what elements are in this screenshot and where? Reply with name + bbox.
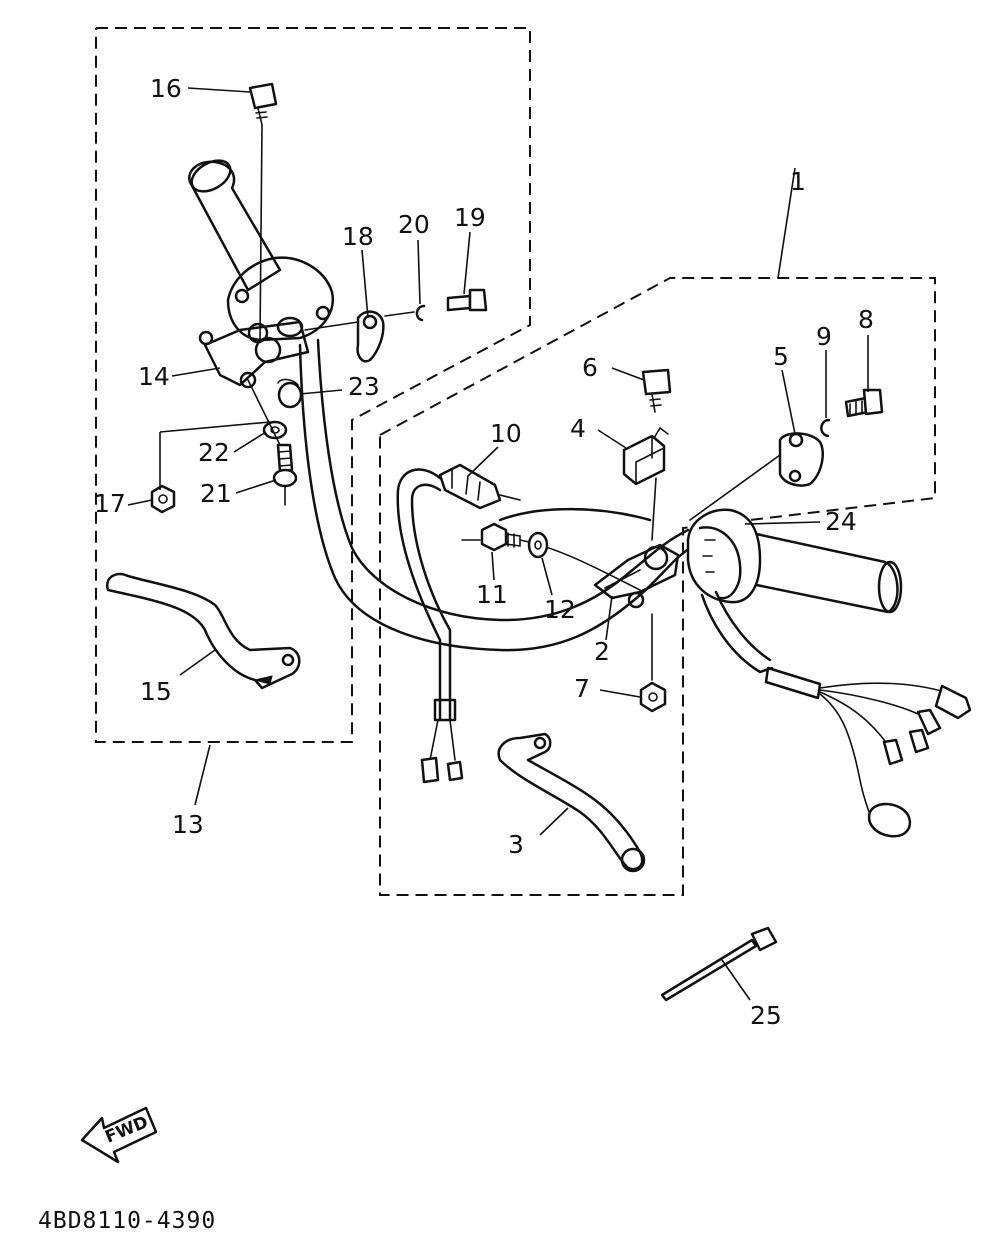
callout-6: 6 [582, 353, 598, 382]
nut-17 [150, 484, 176, 514]
diagram-code: 4BD8110-4390 [38, 1208, 216, 1234]
left-grip [188, 159, 335, 344]
group-box-right [379, 277, 936, 896]
callout-3: 3 [508, 830, 524, 859]
right-grip [736, 528, 903, 614]
callout-16: 16 [150, 74, 182, 103]
clip-20 [384, 304, 426, 322]
callout-12: 12 [544, 595, 576, 624]
lever-holder-2 [593, 543, 680, 609]
bolt-19 [446, 288, 488, 312]
callout-13: 13 [172, 810, 204, 839]
washer-22 [262, 420, 288, 440]
clamp-18 [304, 310, 385, 363]
fwd-arrow: FWD [80, 1106, 158, 1164]
bolt-8 [844, 388, 884, 418]
callout-1: 1 [790, 167, 806, 196]
wiring-harness [700, 590, 972, 838]
callout-23: 23 [348, 372, 380, 401]
clip-9 [820, 418, 831, 438]
brake-switch-10 [396, 463, 521, 722]
lever-holder-left [198, 316, 310, 389]
cap-23 [277, 378, 303, 409]
callout-17: 17 [94, 489, 126, 518]
lever-3 [497, 732, 646, 873]
bolt-6 [641, 368, 672, 413]
bolt-14 [247, 379, 281, 446]
handlebar-switch-24 [686, 508, 762, 604]
bolt-16 [248, 82, 278, 341]
callout-20: 20 [398, 210, 430, 239]
callout-22: 22 [198, 438, 230, 467]
cable-tie-25 [660, 926, 778, 1002]
leader-lines [127, 87, 869, 1001]
callout-7: 7 [574, 674, 590, 703]
switch-4 [622, 426, 669, 541]
adjuster-21 [272, 443, 298, 506]
nut-7 [639, 613, 667, 713]
washer-12 [527, 531, 549, 559]
callout-5: 5 [773, 342, 789, 371]
callout-25: 25 [750, 1001, 782, 1030]
callout-10: 10 [490, 419, 522, 448]
callout-24: 24 [825, 507, 857, 536]
callout-18: 18 [342, 222, 374, 251]
callout-8: 8 [858, 305, 874, 334]
callout-9: 9 [816, 322, 832, 351]
callout-4: 4 [570, 414, 586, 443]
switch-wire-connectors [420, 698, 464, 784]
callout-14: 14 [138, 362, 170, 391]
group-box-left [95, 27, 531, 743]
callout-11: 11 [476, 580, 508, 609]
clamp-5 [689, 432, 824, 521]
callout-15: 15 [140, 677, 172, 706]
callout-21: 21 [200, 479, 232, 508]
lever-15 [105, 572, 301, 690]
callout-19: 19 [454, 203, 486, 232]
callout-2: 2 [594, 637, 610, 666]
callout-labels: 1 2 3 4 5 6 7 8 9 10 11 12 13 14 15 16 1… [94, 74, 874, 1030]
